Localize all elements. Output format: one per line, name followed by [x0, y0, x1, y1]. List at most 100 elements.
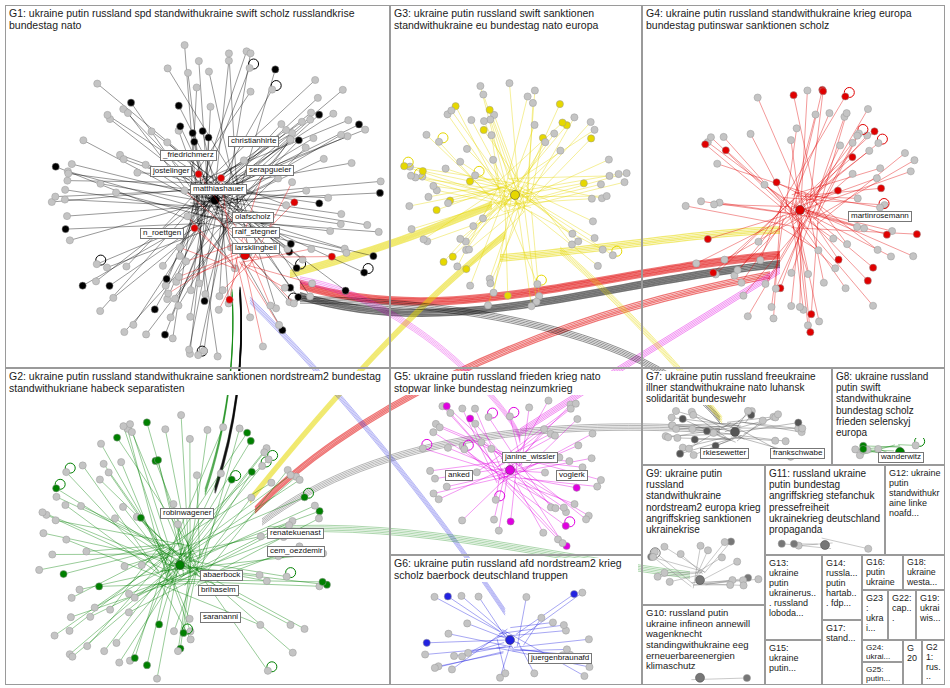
- vertex-dot: [126, 421, 133, 428]
- vertex-dot: [169, 335, 176, 342]
- vertex-dot: [567, 405, 574, 412]
- vertex-dot: [201, 297, 208, 304]
- edge-bundle: [300, 303, 720, 423]
- tie-line: [195, 228, 232, 262]
- vertex-dot: [131, 594, 138, 601]
- vertex-dot: [282, 126, 289, 133]
- vertex-dot: [92, 278, 99, 285]
- vertex-dot: [49, 551, 56, 558]
- group-heading: G22: cap...: [892, 593, 912, 623]
- vertex-dot: [586, 663, 593, 670]
- vertex-dot: [171, 295, 178, 302]
- tie-line: [743, 209, 815, 296]
- vertex-dot: [303, 187, 310, 194]
- tie-line: [732, 428, 802, 429]
- edge-bundle: [205, 295, 233, 495]
- vertex-dot: [874, 246, 881, 253]
- vertex-dot: [690, 451, 697, 458]
- edge-bundle: [520, 272, 780, 434]
- vertex-dot: [345, 117, 352, 124]
- edge-bundle: [520, 270, 780, 432]
- tie-line: [193, 472, 252, 566]
- user-handle: _friedrichmerz: [160, 150, 217, 161]
- vertex-dot: [307, 109, 314, 116]
- vertex-dot: [790, 92, 797, 99]
- vertex-dot: [551, 432, 558, 439]
- vertex-dot: [348, 159, 355, 166]
- group-heading: G5: ukraine putin russland frieden krieg…: [394, 371, 638, 395]
- tie-line: [457, 186, 498, 267]
- vertex-dot: [281, 284, 288, 291]
- vertex-dot: [490, 516, 497, 523]
- vertex-dot: [529, 99, 536, 106]
- tie-line: [201, 193, 287, 249]
- vertex-dot: [290, 300, 297, 307]
- tie-line: [442, 406, 497, 467]
- vertex-dot: [843, 110, 850, 117]
- vertex-dot: [588, 455, 595, 462]
- vertex-dot: [97, 440, 104, 447]
- tie-line: [470, 199, 504, 286]
- group-heading: G4: ukraine putin russland standwithukra…: [646, 8, 941, 32]
- vertex-dot: [87, 613, 94, 620]
- vertex-dot: [105, 469, 112, 476]
- group-box: G20: [903, 640, 922, 685]
- tie-line: [159, 584, 261, 625]
- vertex-dot: [834, 187, 841, 194]
- tie-line: [683, 419, 728, 440]
- vertex-dot: [125, 609, 132, 616]
- vertex-dot: [278, 121, 285, 128]
- tie-line: [55, 190, 194, 196]
- vertex-dot: [531, 87, 538, 94]
- tie-line: [500, 639, 512, 677]
- vertex-dot: [106, 282, 113, 289]
- vertex-dot: [563, 646, 570, 653]
- vertex-dot: [248, 468, 255, 475]
- tie-line: [717, 164, 809, 194]
- vertex-dot: [120, 156, 127, 163]
- vertex-dot: [62, 186, 69, 193]
- vertex-dot: [131, 654, 138, 661]
- vertex-dot: [849, 154, 856, 161]
- tie-line: [188, 73, 205, 218]
- vertex-dot: [256, 571, 263, 578]
- vertex-dot: [707, 134, 714, 141]
- tie-line: [101, 444, 170, 566]
- group-heading: G2: ukraine putin russland standwithukra…: [9, 371, 386, 395]
- vertex-dot: [406, 202, 413, 209]
- vertex-dot: [679, 415, 686, 422]
- vertex-dot: [121, 328, 128, 335]
- user-handle: ralf_stegner: [232, 227, 280, 238]
- vertex-dot: [747, 130, 754, 137]
- vertex-dot: [181, 42, 188, 49]
- hub-dot: [506, 466, 515, 475]
- tie-line: [469, 206, 521, 249]
- tie-line: [499, 123, 562, 181]
- group-heading: G14: russla... putin hartab... fdp...: [826, 558, 858, 608]
- vertex-dot: [420, 236, 427, 243]
- vertex-dot: [320, 155, 327, 162]
- tie-line: [165, 429, 190, 558]
- vertex-dot: [480, 91, 487, 98]
- edge-bundle: [300, 267, 780, 316]
- vertex-dot: [475, 593, 482, 600]
- vertex-dot: [52, 193, 59, 200]
- vertex-dot: [225, 57, 232, 64]
- tie-line: [714, 204, 789, 206]
- vertex-dot: [606, 172, 613, 179]
- vertex-dot: [259, 343, 266, 350]
- vertex-dot: [473, 469, 480, 476]
- vertex-dot: [419, 445, 426, 452]
- user-handle: robinwagener: [160, 508, 214, 519]
- group-heading: G13: ukraine putin ukrainerus... russlan…: [769, 558, 818, 618]
- vertex-dot: [364, 221, 371, 228]
- tie-line: [742, 422, 798, 428]
- vertex-dot: [837, 142, 844, 149]
- vertex-dot: [826, 110, 833, 117]
- tie-line: [129, 582, 189, 613]
- vertex-dot: [877, 185, 884, 192]
- hub-dot: [696, 673, 705, 682]
- vertex-dot: [541, 469, 548, 476]
- vertex-dot: [830, 235, 837, 242]
- vertex-dot: [477, 82, 484, 89]
